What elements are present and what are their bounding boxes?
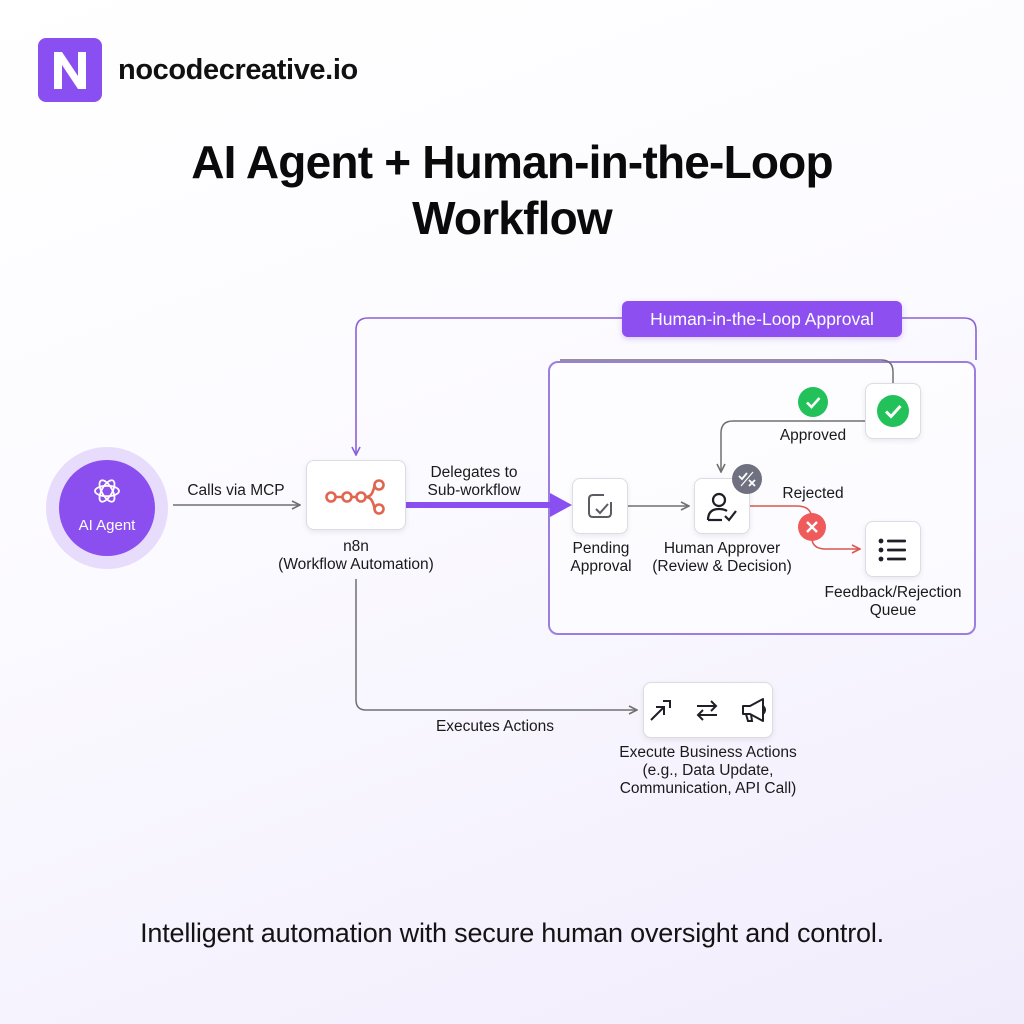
user-check-icon [706, 492, 737, 522]
approved-label: Approved [779, 427, 847, 444]
n8n-label-line-1: n8n [343, 538, 369, 555]
ai-agent-node[interactable]: AI Agent [59, 460, 155, 556]
human-approver-node[interactable] [694, 478, 750, 534]
hitl-section-badge: Human-in-the-Loop Approval [622, 301, 902, 337]
pending-label-line-2: Approval [570, 558, 632, 575]
page-title: AI Agent + Human-in-the-Loop Workflow [0, 134, 1024, 246]
pending-label: Pending Approval [555, 540, 647, 576]
check-icon [806, 397, 821, 409]
queue-label-line-1: Feedback/Rejection [824, 584, 962, 601]
close-icon [806, 521, 818, 533]
approver-label-line-1: Human Approver [663, 540, 781, 557]
delegates-label-line-2: Sub-workflow [427, 482, 521, 499]
actions-label-line-3: Communication, API Call) [619, 780, 797, 797]
openai-icon [94, 479, 120, 503]
approved-node[interactable] [865, 383, 921, 439]
rejected-label: Rejected [782, 485, 844, 502]
title-line-1: AI Agent + Human-in-the-Loop [191, 136, 833, 188]
title-line-2: Workflow [412, 192, 613, 244]
n8n-label-line-2: (Workflow Automation) [278, 556, 434, 573]
brand-logo [38, 38, 102, 102]
queue-label: Feedback/Rejection Queue [814, 584, 972, 620]
n8n-node[interactable] [306, 460, 406, 530]
executes-label: Executes Actions [435, 718, 555, 735]
actions-label: Execute Business Actions (e.g., Data Upd… [598, 744, 818, 798]
megaphone-icon [742, 698, 766, 722]
list-icon [878, 538, 906, 562]
pending-check-icon [588, 494, 612, 518]
check-cross-icon [738, 471, 756, 487]
pending-label-line-1: Pending [572, 540, 630, 557]
approved-status-dot [798, 387, 828, 417]
pending-approval-node[interactable] [572, 478, 628, 534]
rejection-queue-node[interactable] [865, 521, 921, 577]
swap-arrows-icon [696, 700, 718, 721]
approver-label-line-2: (Review & Decision) [652, 558, 792, 575]
tagline: Intelligent automation with secure human… [140, 918, 884, 948]
cursor-arrow-icon [650, 700, 671, 721]
rejected-status-dot [798, 513, 826, 541]
ai-agent-label: AI Agent [78, 517, 136, 534]
approver-label: Human Approver (Review & Decision) [642, 540, 802, 576]
actions-label-line-2: (e.g., Data Update, [642, 762, 774, 779]
business-actions-node[interactable] [643, 682, 773, 738]
actions-label-line-1: Execute Business Actions [619, 744, 797, 761]
brand-name: nocodecreative.io [118, 54, 358, 86]
actions-icon-row [644, 683, 772, 737]
logo-n-icon [54, 52, 86, 89]
check-circle-icon [877, 395, 909, 427]
n8n-label: n8n (Workflow Automation) [256, 538, 456, 574]
decision-badge [732, 464, 762, 494]
loop-connector-right [902, 317, 977, 360]
calls-label: Calls via MCP [187, 482, 285, 499]
delegates-label-line-1: Delegates to [430, 464, 518, 481]
queue-label-line-2: Queue [869, 602, 917, 619]
n8n-icon [325, 479, 385, 515]
